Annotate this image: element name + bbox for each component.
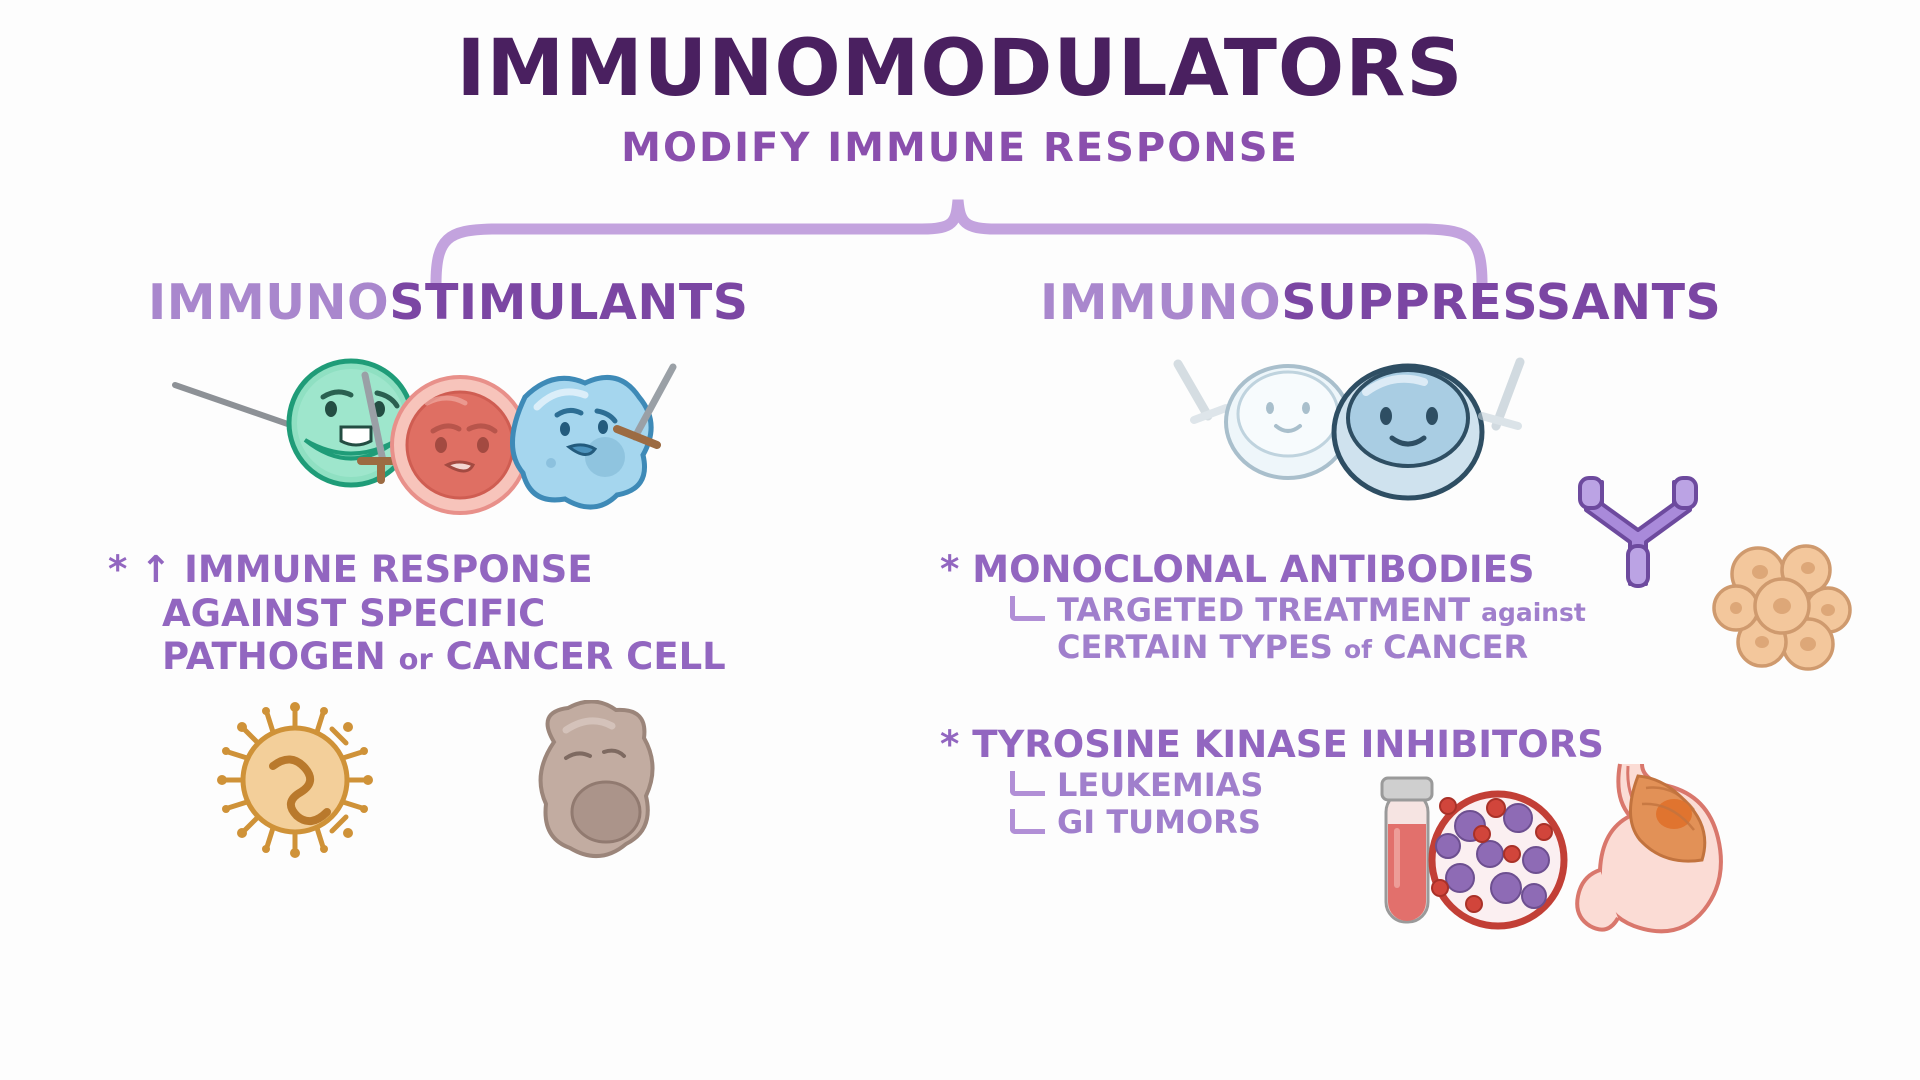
branch-heading-immunosuppressants: IMMUNOSUPPRESSANTS <box>1040 278 1721 327</box>
brace-connector <box>430 199 1488 286</box>
faded-sword-icon-left <box>1173 359 1230 424</box>
left-bullet-line-3: PATHOGEN or CANCER CELL <box>162 635 726 679</box>
heading-suffix-right: SUPPRESSANTS <box>1281 274 1722 331</box>
immune-cells-illustration <box>172 358 677 515</box>
page-title: IMMUNOMODULATORS <box>456 24 1464 114</box>
left-bullet-text-1: IMMUNE RESPONSE <box>184 548 593 591</box>
left-bullet-line-1: * ↑ IMMUNE RESPONSE <box>108 548 726 592</box>
sub-bullet-corner-icon-3 <box>1010 808 1045 834</box>
right-bullet-block-2: * TYROSINE KINASE INHIBITORS LEUKEMIAS G… <box>940 723 1604 842</box>
right-bullet-2-sub-1: LEUKEMIAS <box>1010 765 1604 805</box>
right-bullet-2-title: TYROSINE KINASE INHIBITORS <box>972 723 1604 766</box>
virus-pathogen-icon <box>217 702 373 858</box>
heading-prefix-left: IMMUNO <box>148 274 390 331</box>
right-bullet-1-sub-2c: CANCER <box>1383 628 1529 667</box>
right-bullet-1-title-row: * MONOCLONAL ANTIBODIES <box>940 548 1586 592</box>
leukemia-blood-smear-icon <box>1428 790 1568 930</box>
tumor-cell-cluster-icon <box>1712 544 1852 671</box>
right-bullet-1-sub-1: TARGETED TREATMENT against <box>1010 590 1586 630</box>
right-bullet-1-sub-2b: of <box>1343 635 1372 665</box>
bullet-star-icon-3: * <box>940 723 960 766</box>
leukemia-blood-illustration <box>1380 776 1568 930</box>
left-bullet-text-3a: PATHOGEN <box>162 635 386 679</box>
heading-suffix-left: STIMULANTS <box>389 274 749 331</box>
bullet-star-icon: * <box>108 548 128 591</box>
stomach-gi-tumor-icon <box>1575 763 1723 934</box>
faded-sword-icon-right <box>1478 357 1525 431</box>
blood-test-tube-icon <box>1380 776 1434 924</box>
sword-icon-right <box>613 363 677 449</box>
right-bullet-2-sub-2-text: GI TUMORS <box>1057 803 1261 842</box>
right-bullet-1-sub-2a: CERTAIN TYPES <box>1057 628 1333 667</box>
red-blood-cell-angry-face <box>390 375 530 515</box>
right-bullet-1-sub-2: CERTAIN TYPES of CANCER <box>1057 629 1586 667</box>
left-bullet-block: * ↑ IMMUNE RESPONSE AGAINST SPECIFIC PAT… <box>108 548 726 679</box>
faded-lymphocyte-right <box>1331 363 1485 501</box>
right-bullet-1-sub-1a: TARGETED TREATMENT <box>1057 590 1471 629</box>
bullet-star-icon-2: * <box>940 548 960 591</box>
left-bullet-line-2: AGAINST SPECIFIC <box>162 592 726 636</box>
right-bullet-1-title: MONOCLONAL ANTIBODIES <box>972 548 1535 591</box>
right-bullet-block-1: * MONOCLONAL ANTIBODIES TARGETED TREATME… <box>940 548 1586 667</box>
page-subtitle: MODIFY IMMUNE RESPONSE <box>621 125 1299 171</box>
blue-macrophage-with-sword <box>510 374 654 510</box>
sub-bullet-corner-icon-2 <box>1010 771 1045 797</box>
left-bullet-text-2: AGAINST SPECIFIC <box>162 591 546 635</box>
left-bullet-text-3b: CANCER CELL <box>445 635 726 679</box>
right-bullet-2-title-row: * TYROSINE KINASE INHIBITORS <box>940 723 1604 767</box>
right-bullet-2-sub-1-text: LEUKEMIAS <box>1057 765 1264 804</box>
cancer-cell-mass-icon <box>538 700 655 859</box>
up-arrow-icon: ↑ <box>140 548 172 591</box>
sub-bullet-corner-icon <box>1010 596 1045 622</box>
branch-heading-immunostimulants: IMMUNOSTIMULANTS <box>148 278 749 327</box>
right-bullet-1-sub-1b: against <box>1481 597 1586 627</box>
right-bullet-2-sub-2: GI TUMORS <box>1010 804 1604 842</box>
suppressed-immune-cells-illustration <box>1173 357 1525 501</box>
monoclonal-antibody-icon <box>1578 476 1698 588</box>
heading-prefix-right: IMMUNO <box>1040 274 1282 331</box>
faded-lymphocyte-left <box>1224 364 1352 480</box>
left-bullet-text-3or: or <box>398 642 433 677</box>
